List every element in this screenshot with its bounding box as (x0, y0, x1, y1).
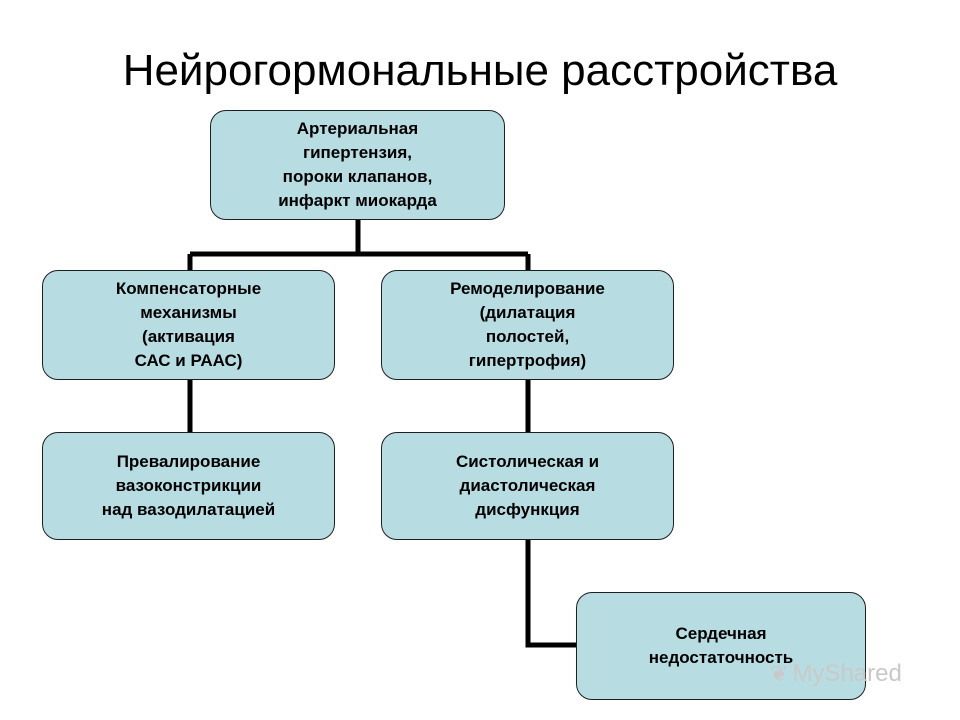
node-compensatory-mechanisms: Компенсаторные механизмы (активация САС … (42, 270, 335, 380)
node-heart-failure: Сердечная недостаточность (576, 592, 866, 700)
watermark-text: MyShared (792, 660, 902, 687)
node-dysfunction: Систолическая и диастолическая дисфункци… (381, 432, 674, 540)
connector-dysfunction-to-heart-failure (525, 540, 576, 648)
watermark: ❦MyShared (770, 660, 902, 688)
node-root-causes: Артериальная гипертензия, пороки клапано… (210, 110, 505, 220)
node-vasoconstriction: Превалирование вазоконстрикции над вазод… (42, 432, 335, 540)
node-remodeling: Ремоделирование (дилатация полостей, гип… (381, 270, 674, 380)
page-title: Нейрогормональные расстройства (122, 46, 838, 95)
sprout-icon: ❦ (770, 661, 789, 686)
